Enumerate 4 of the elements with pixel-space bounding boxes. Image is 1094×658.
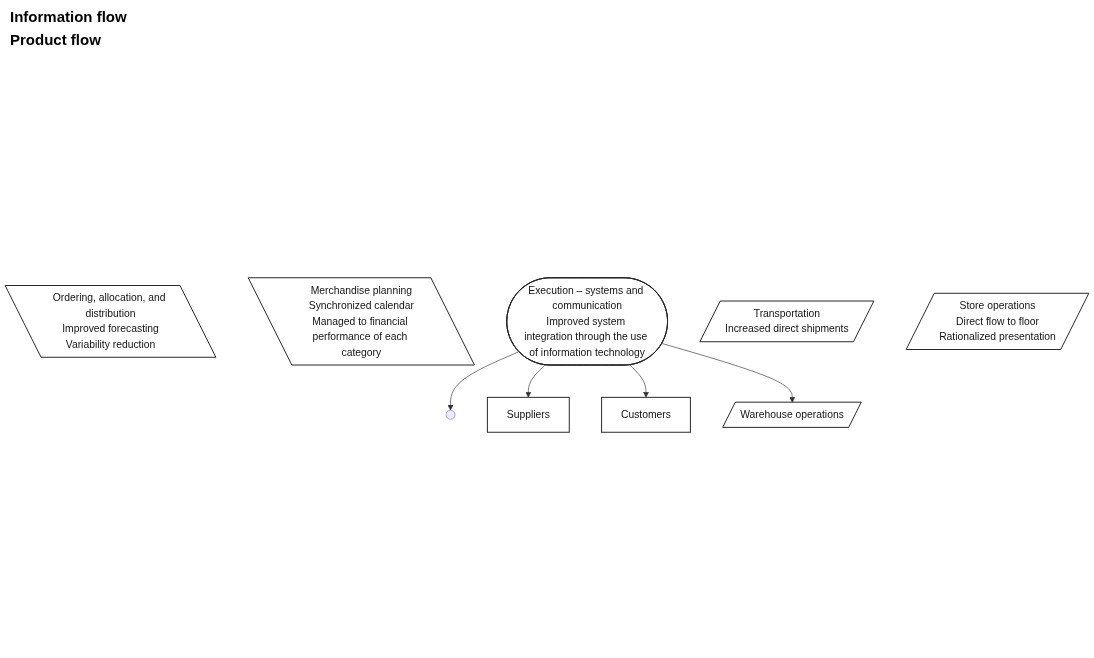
node-box: Customers: [601, 396, 691, 433]
node-box: Suppliers: [486, 396, 570, 433]
section-heading: Information flow: [10, 8, 127, 25]
section-heading: Product flow: [10, 31, 102, 48]
